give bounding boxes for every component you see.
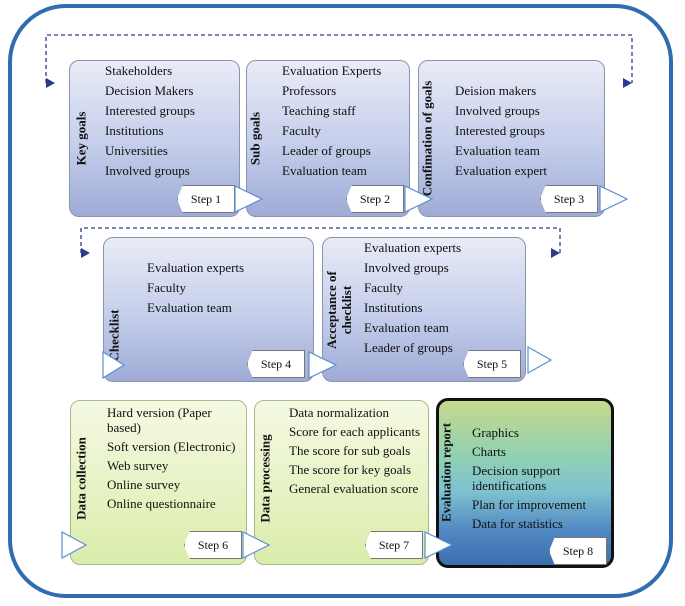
chevron-step7-icon xyxy=(424,531,454,559)
chevron-step6-left-icon xyxy=(61,530,88,560)
step5-items: Evaluation experts Involved groups Facul… xyxy=(364,238,461,358)
list-item: Institutions xyxy=(364,300,423,315)
step1-items: Stakeholders Decision Makers Interested … xyxy=(105,61,195,181)
step4-box: Checklist Evaluation experts Faculty Eva… xyxy=(103,237,314,382)
step4-items: Evaluation experts Faculty Evaluation te… xyxy=(147,258,244,318)
list-item: The score for key goals xyxy=(289,462,412,477)
step6-items: Hard version (Paper based) Soft version … xyxy=(107,405,242,515)
list-item: Soft version (Electronic) xyxy=(107,439,236,454)
list-item: Evaluation Experts xyxy=(282,63,382,78)
list-item: Interested groups xyxy=(455,123,545,138)
step5-tag: Step 5 xyxy=(463,350,521,378)
list-item: Decision Makers xyxy=(105,83,194,98)
list-item: Professors xyxy=(282,83,337,98)
list-item: Evaluation experts xyxy=(364,240,462,255)
list-item: Faculty xyxy=(147,280,186,295)
chevron-step5-icon xyxy=(527,345,553,375)
step4-tag: Step 4 xyxy=(247,350,305,378)
list-item: Deision makers xyxy=(455,83,537,98)
chevron-step1-icon xyxy=(234,185,264,213)
list-item: Evaluation team xyxy=(455,143,540,158)
step2-items: Evaluation Experts Professors Teaching s… xyxy=(282,61,381,181)
list-item: Hard version (Paper based) xyxy=(107,405,212,435)
outer-frame xyxy=(8,4,673,598)
arrowhead-row1-end xyxy=(623,78,632,88)
step2-tag: Step 2 xyxy=(346,185,404,213)
step8-items: Graphics Charts Decision support identif… xyxy=(472,425,607,535)
step8-box: Evaluation report Graphics Charts Decisi… xyxy=(436,398,614,568)
step7-items: Data normalization Score for each applic… xyxy=(289,405,424,500)
list-item: Online survey xyxy=(107,477,181,492)
arrowhead-step1 xyxy=(46,78,55,88)
chevron-step4-left-icon xyxy=(102,350,126,380)
list-item: Faculty xyxy=(282,123,321,138)
chevron-step4-icon xyxy=(308,351,338,379)
step7-box: Data processing Data normalization Score… xyxy=(254,400,429,565)
list-item: Graphics xyxy=(472,425,519,440)
step1-box: Key goals Stakeholders Decision Makers I… xyxy=(69,60,240,217)
list-item: Faculty xyxy=(364,280,403,295)
chevron-step2-icon xyxy=(404,185,434,213)
step6-box: Data collection Hard version (Paper base… xyxy=(70,400,247,565)
list-item: Stakeholders xyxy=(105,63,173,78)
step3-box: Confimation of goals Deision makers Invo… xyxy=(418,60,605,217)
list-item: Decision support identifications xyxy=(472,463,561,493)
step3-tag: Step 3 xyxy=(540,185,598,213)
list-item: Online questionnaire xyxy=(107,496,216,511)
connector-row1 xyxy=(45,34,633,83)
arrowhead-row2-end xyxy=(551,248,560,258)
list-item: Involved groups xyxy=(364,260,449,275)
step3-items: Deision makers Involved groups Intereste… xyxy=(455,81,547,181)
chevron-step6-icon xyxy=(242,531,271,559)
chevron-step3-icon xyxy=(599,185,629,213)
list-item: Plan for improvement xyxy=(472,497,587,512)
list-item: The score for sub goals xyxy=(289,443,411,458)
step7-tag: Step 7 xyxy=(365,531,423,559)
list-item: Universities xyxy=(105,143,168,158)
list-item: Involved groups xyxy=(455,103,540,118)
list-item: Evaluation team xyxy=(282,163,367,178)
list-item: Score for each applicants xyxy=(289,424,421,439)
list-item: Data normalization xyxy=(289,405,389,420)
list-item: Evaluation expert xyxy=(455,163,548,178)
list-item: Interested groups xyxy=(105,103,195,118)
list-item: Evaluation team xyxy=(364,320,449,335)
list-item: General evaluation score xyxy=(289,481,419,496)
list-item: Evaluation team xyxy=(147,300,232,315)
step8-tag: Step 8 xyxy=(549,537,607,565)
list-item: Evaluation experts xyxy=(147,260,245,275)
list-item: Data for statistics xyxy=(472,516,563,531)
list-item: Web survey xyxy=(107,458,169,473)
list-item: Charts xyxy=(472,444,506,459)
list-item: Involved groups xyxy=(105,163,190,178)
list-item: Institutions xyxy=(105,123,164,138)
step2-box: Sub goals Evaluation Experts Professors … xyxy=(246,60,410,217)
step6-tag: Step 6 xyxy=(184,531,242,559)
list-item: Leader of groups xyxy=(364,340,453,355)
step5-box: Acceptance of checklist Evaluation exper… xyxy=(322,237,526,382)
list-item: Teaching staff xyxy=(282,103,356,118)
list-item: Leader of groups xyxy=(282,143,371,158)
step1-tag: Step 1 xyxy=(177,185,235,213)
arrowhead-step4 xyxy=(81,248,90,258)
